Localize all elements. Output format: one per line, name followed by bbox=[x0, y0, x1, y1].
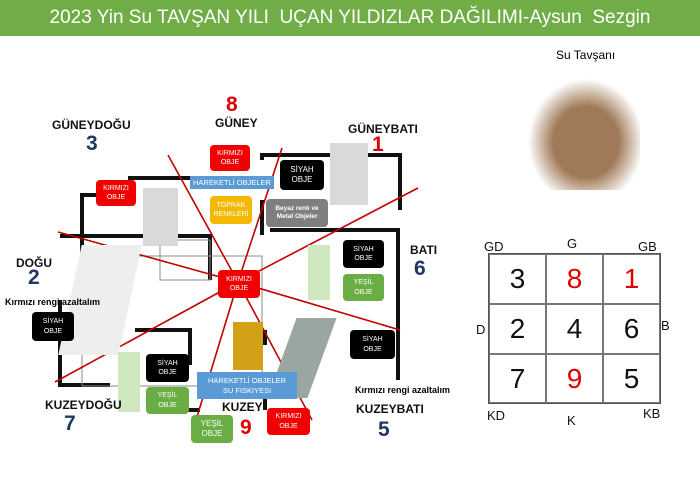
grid-cell: 9 bbox=[546, 354, 603, 403]
white-metal-objects-box: Beyaz renk ve Metal Objeler bbox=[266, 199, 328, 227]
grid-cell: 2 bbox=[489, 304, 546, 354]
red-object-box: KIRMIZI OBJE bbox=[218, 270, 260, 298]
direction-north-number: 9 bbox=[240, 416, 252, 439]
green-object-box: YEŞİL OBJE bbox=[191, 415, 233, 443]
direction-lines bbox=[54, 147, 419, 431]
green-object-box: YEŞİL OBJE bbox=[343, 274, 384, 301]
reduce-red-note: Kırmızı rengi azaltalım bbox=[355, 385, 451, 395]
direction-southwest-number: 1 bbox=[372, 133, 384, 156]
grid-label-d: D bbox=[476, 322, 486, 337]
black-object-box: SİYAH OBJE bbox=[280, 160, 324, 190]
red-knot-ornament-image bbox=[143, 188, 178, 246]
direction-southeast-label: GÜNEYDOĞU bbox=[52, 118, 131, 132]
direction-northeast-label: KUZEYDOĞU bbox=[45, 398, 122, 412]
water-fountain-box: HAREKETLİ OBJELER SU FISKIYESI bbox=[197, 372, 297, 399]
red-object-box: KIRMIZI OBJE bbox=[267, 408, 310, 435]
direction-east-label: DOĞU bbox=[16, 256, 52, 270]
rabbit-caption: Su Tavşanı bbox=[556, 48, 616, 62]
grid-label-k: K bbox=[567, 413, 576, 428]
grid-cell: 6 bbox=[603, 304, 660, 354]
red-object-box: KIRMIZI OBJE bbox=[96, 180, 136, 206]
direction-south-label: GÜNEY bbox=[215, 116, 258, 130]
flying-star-grid: 3 8 1 2 4 6 7 9 5 bbox=[488, 253, 661, 404]
grid-cell: 1 bbox=[603, 254, 660, 304]
grid-label-g: G bbox=[567, 236, 578, 251]
direction-northwest-label: KUZEYBATI bbox=[356, 402, 424, 416]
grid-cell: 3 bbox=[489, 254, 546, 304]
grid-cell: 4 bbox=[546, 304, 603, 354]
green-object-box: YEŞİL OBJE bbox=[146, 387, 189, 414]
black-object-box: SİYAH OBJE bbox=[350, 330, 395, 359]
direction-southwest-label: GÜNEYBATI bbox=[348, 122, 418, 136]
reduce-red-note: Kırmızı rengi azaltalım bbox=[5, 297, 101, 307]
title-banner: 2023 Yin Su TAVŞAN YILI UÇAN YILDIZLAR D… bbox=[0, 0, 700, 36]
direction-south-number: 8 bbox=[226, 93, 238, 116]
bamboo-plant-image bbox=[308, 245, 330, 300]
grid-label-kd: KD bbox=[487, 408, 506, 423]
grid-cell: 5 bbox=[603, 354, 660, 403]
black-object-box: SİYAH OBJE bbox=[343, 240, 384, 268]
rabbit-image bbox=[520, 70, 640, 190]
direction-west-label: BATI bbox=[410, 243, 438, 257]
direction-east-number: 2 bbox=[28, 266, 40, 289]
grid-label-gd: GD bbox=[484, 239, 504, 254]
direction-west-number: 6 bbox=[414, 257, 426, 280]
direction-northwest-number: 5 bbox=[378, 418, 390, 441]
red-object-box: KIRMIZI OBJE bbox=[210, 145, 250, 171]
grid-label-kb: KB bbox=[643, 406, 661, 421]
lucky-cat-image bbox=[233, 322, 263, 370]
bamboo-plant-image bbox=[118, 352, 140, 412]
black-object-box: SİYAH OBJE bbox=[32, 312, 74, 341]
moving-objects-box: HAREKETLİ OBJELER bbox=[190, 176, 274, 189]
red-knot-ornament-image bbox=[330, 143, 368, 205]
black-object-box: SİYAH OBJE bbox=[146, 354, 189, 382]
grid-label-gb: GB bbox=[638, 239, 657, 254]
direction-northeast-number: 7 bbox=[64, 412, 76, 435]
grid-label-b: B bbox=[661, 318, 670, 333]
direction-southeast-number: 3 bbox=[86, 132, 98, 155]
grid-cell: 7 bbox=[489, 354, 546, 403]
earth-colors-box: TOPRAK RENKLERİ bbox=[210, 196, 252, 224]
direction-north-label: KUZEY bbox=[222, 400, 263, 414]
grid-cell: 8 bbox=[546, 254, 603, 304]
